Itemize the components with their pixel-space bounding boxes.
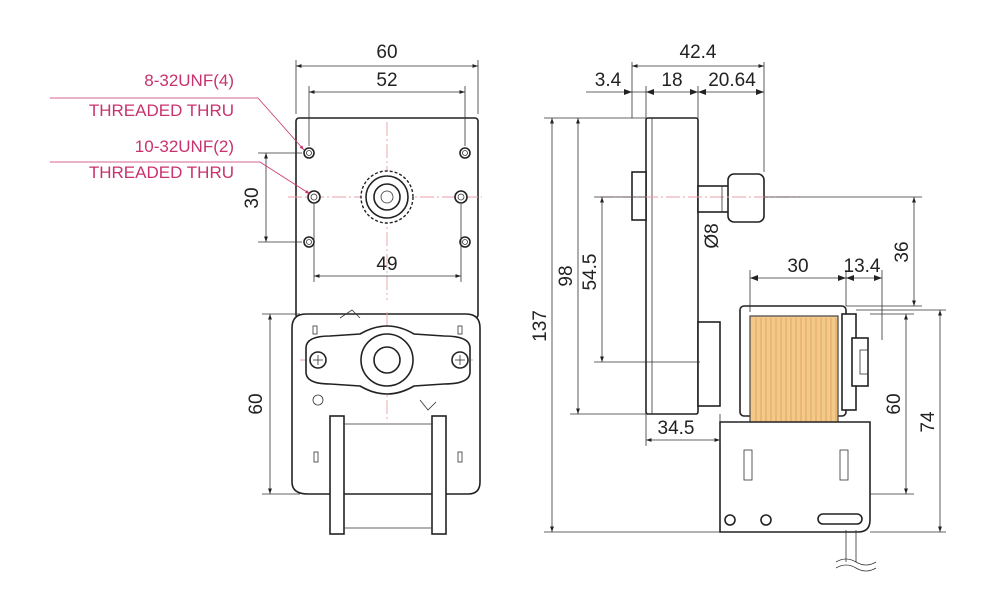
- front-view: 60 52 49 30 60 8-32UNF(4) THREADED THRU …: [50, 42, 482, 535]
- motor-feet: [313, 415, 463, 535]
- mounting-holes: [303, 147, 471, 248]
- thread-callouts: 8-32UNF(4) THREADED THRU 10-32UNF(2) THR…: [50, 71, 311, 195]
- dim-front-width: 60: [376, 42, 397, 63]
- motor-bracket: [305, 309, 471, 411]
- dim-side-depth-overall: 42.4: [680, 42, 717, 63]
- dim-side-coil-width: 30: [787, 256, 808, 277]
- dim-side-depth-b: 18: [661, 70, 682, 91]
- dim-side-shaft-to-coil: 36: [892, 241, 913, 262]
- dim-side-coil-offset: 13.4: [844, 256, 881, 277]
- dim-side-motor-height: 60: [884, 393, 905, 414]
- side-gearbox-plate: [645, 117, 699, 415]
- dim-side-bottom-offset: 34.5: [658, 418, 695, 439]
- hole1-note: THREADED THRU: [89, 101, 234, 120]
- dim-side-depth-a: 3.4: [595, 70, 622, 91]
- side-view: 42.4 3.4 18 20.64 Ø8 137 98 54.5 36: [530, 42, 946, 572]
- dim-side-total-height: 137: [530, 310, 551, 342]
- shaft-cap: [727, 173, 765, 223]
- dim-front-hole-spacing-top: 52: [376, 70, 397, 91]
- dim-front-hole-spacing-bottom: 49: [376, 254, 397, 275]
- dim-front-motor-height: 60: [246, 393, 267, 414]
- dim-side-shaft-height: 54.5: [580, 254, 601, 291]
- hole1-spec: 8-32UNF(4): [144, 71, 234, 90]
- dim-side-shaft-diameter: Ø8: [702, 223, 723, 248]
- hole2-spec: 10-32UNF(2): [135, 137, 234, 156]
- dim-front-hole-vertical: 30: [242, 187, 263, 208]
- dim-side-depth-c: 20.64: [708, 70, 756, 91]
- dim-side-plate-height: 98: [556, 265, 577, 286]
- output-gear: [360, 170, 414, 224]
- hole2-note: THREADED THRU: [89, 163, 234, 182]
- dim-side-motor-total: 74: [918, 411, 939, 433]
